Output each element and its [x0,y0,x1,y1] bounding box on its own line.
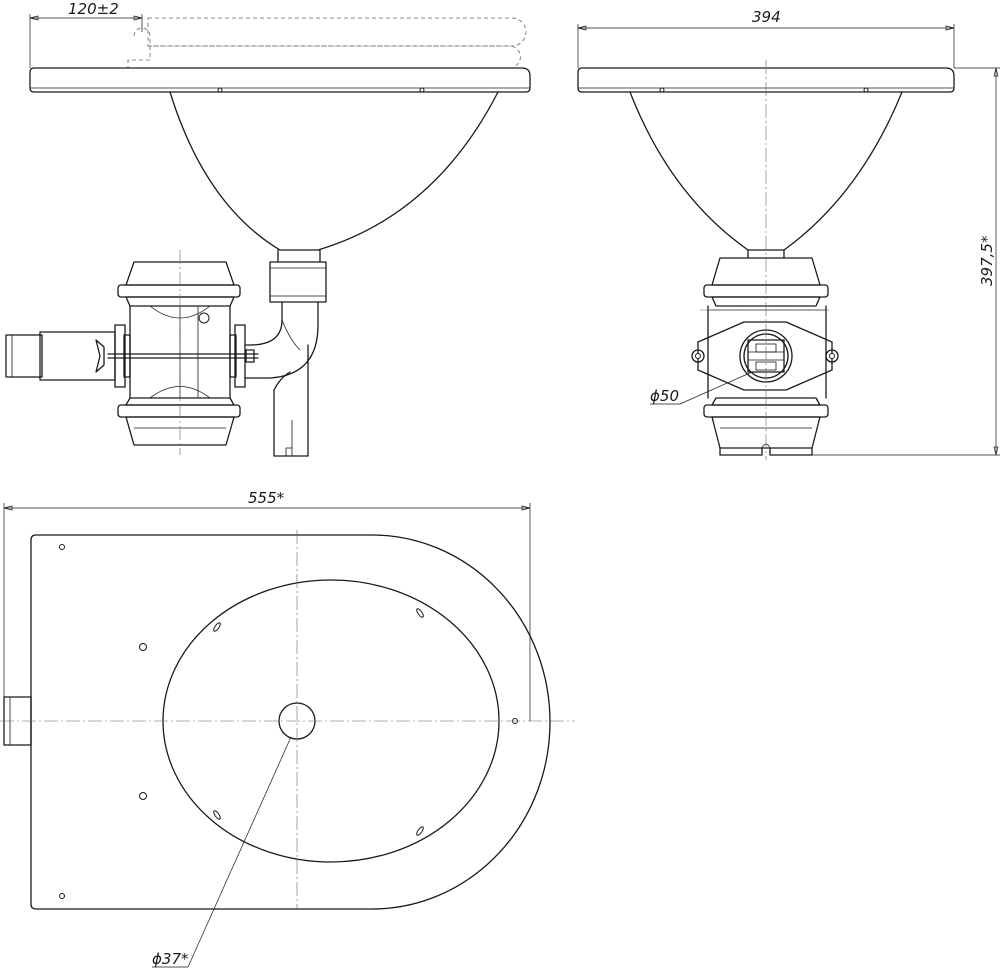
top-mounting-holes [59,544,518,899]
dimension-side-outlet-label: ϕ50 [650,387,679,405]
front-rim-plate [29,67,531,93]
side-clamp-plate [691,321,839,391]
dimension-side-height-label: 397,5* [978,235,996,286]
dimension-top-length-label: 555* [248,489,285,507]
dimension-side-width: 394 [577,8,955,68]
dimension-side-outlet: ϕ50 [650,371,753,405]
front-inlet-nozzle [5,331,116,381]
dimension-top-length: 555* [3,489,531,721]
dimension-front-offset: 120±2 [29,0,143,68]
front-mount-bracket [273,344,309,457]
side-pump-body [703,257,829,456]
front-elbow-pipe [244,301,319,379]
dimension-side-height: 397,5* [812,67,1000,456]
side-bowl [629,91,903,251]
side-rim-plate [577,67,955,93]
side-view: 394 397,5* ϕ50 [577,8,1000,460]
dimension-top-drain: ϕ37* [152,736,292,968]
front-bowl [169,91,499,251]
dimension-side-width-label: 394 [752,8,781,26]
front-pump-body [117,261,241,446]
dimension-top-drain-label: ϕ37* [152,950,189,968]
front-lid-hidden-outline [127,17,527,69]
front-view: 120±2 [5,0,531,457]
top-outer-plate [30,534,551,910]
dimension-front-offset-label: 120±2 [68,0,119,18]
top-view: 555* ϕ37* [0,489,575,968]
wing-nut-icon [95,339,105,373]
front-clamp-assembly [95,324,259,388]
front-drain-coupling [269,261,327,303]
